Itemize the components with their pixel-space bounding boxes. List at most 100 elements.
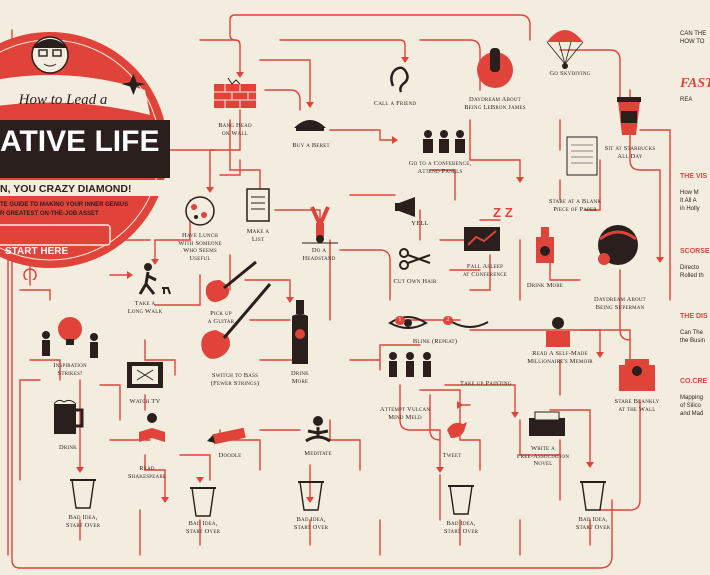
node-have-lunch[interactable]: Have Lunch With Someone Who Seems Useful	[170, 232, 230, 262]
ear-icon	[385, 62, 413, 94]
node-daydream-lebron[interactable]: Daydream About Being LeBron James	[455, 96, 535, 111]
meditate-icon	[300, 415, 336, 445]
node-drink-more-mid[interactable]: Drink More	[282, 370, 318, 385]
node-bad-idea-5[interactable]: Bad Idea, Start Over	[568, 516, 618, 531]
open-eye-icon	[388, 313, 428, 333]
television-icon	[125, 360, 165, 392]
coffee-cup-icon	[615, 95, 643, 137]
beer-mug-icon	[50, 398, 86, 438]
node-daydream-superman[interactable]: Daydream About Being Superman	[585, 296, 655, 311]
liquor-bottle-icon	[530, 225, 560, 265]
closed-eye-icon	[450, 318, 490, 332]
start-here-button[interactable]: START HERE	[5, 246, 115, 257]
node-pick-guitar[interactable]: Pick up a Guitar	[196, 310, 246, 325]
trash-can-icon-1	[68, 476, 98, 510]
sidebar-section-3-head: THE DIS	[680, 313, 710, 321]
beret-icon	[290, 112, 330, 136]
node-take-painting[interactable]: Take up Painting	[460, 380, 530, 388]
armchair-icon	[615, 355, 660, 395]
node-bang-head[interactable]: Bang Head on Wall	[210, 122, 260, 137]
node-drink-left[interactable]: Drink	[50, 444, 86, 452]
sidebar-logo-sub: REA	[680, 96, 710, 104]
rocket-icon	[470, 40, 520, 90]
sidebar-section-3[interactable]: THE DIS Can The the Busin	[680, 305, 710, 353]
node-free-association[interactable]: Write a Free-Association Novel	[508, 445, 578, 468]
trash-can-icon-3	[296, 478, 326, 512]
trash-can-icon-4	[446, 482, 476, 516]
node-read-memoir[interactable]: Read A Self-Made Millionaire's Memoir	[520, 350, 600, 365]
node-drink-more-right[interactable]: Drink More	[520, 282, 570, 290]
headstand-icon	[300, 205, 340, 245]
sidebar-section-3-body: Can The the Busin	[680, 329, 710, 345]
bird-tweet-icon	[443, 418, 469, 442]
node-yell[interactable]: YELL	[405, 220, 435, 228]
scroll-list-icon	[243, 185, 273, 225]
trash-can-icon-5	[578, 478, 608, 512]
paper-icon	[565, 135, 601, 179]
bass-guitar-icon	[196, 280, 276, 370]
sidebar-section-2[interactable]: SCORSE Directo Rolled th	[680, 240, 710, 288]
lightbulb-people-icon	[36, 315, 106, 363]
blink-step-1: 1	[395, 316, 405, 325]
node-cut-hair[interactable]: Cut Own Hair	[390, 278, 440, 286]
presentation-icon	[462, 225, 502, 257]
parachute-icon	[545, 22, 585, 70]
node-stare-paper[interactable]: Stare at a Blank Piece of Paper	[540, 198, 610, 213]
champagne-bottle-icon	[286, 298, 316, 368]
node-meditate[interactable]: Meditate	[296, 450, 340, 458]
node-watch-tv[interactable]: Watch TV	[120, 398, 170, 406]
badge-tagline-2: R GREATEST ON-THE-JOB ASSET	[0, 211, 170, 217]
pencil-icon	[205, 425, 253, 447]
node-fall-asleep[interactable]: Fall Asleep at Conference	[455, 263, 515, 278]
node-doodle[interactable]: Doodle	[210, 452, 250, 460]
reading-man-icon	[538, 315, 578, 351]
node-blink[interactable]: Blink (Repeat)	[405, 338, 465, 346]
badge-subtitle: N, YOU CRAZY DIAMOND!	[0, 183, 170, 195]
sidebar-section-2-head: SCORSE	[680, 248, 710, 256]
sidebar-logo[interactable]: FAST REA	[680, 72, 710, 112]
superman-globe-icon	[590, 215, 640, 275]
node-bad-idea-4[interactable]: Bad Idea, Start Over	[436, 520, 486, 535]
badge-script-title: How to Lead a	[8, 92, 118, 109]
blink-step-2: 2	[443, 316, 453, 325]
node-inspiration[interactable]: Inspiration Strikes!	[42, 362, 98, 377]
node-bad-idea-2[interactable]: Bad Idea, Start Over	[178, 520, 228, 535]
fastco-logo: FAST	[680, 80, 710, 88]
node-stare-wall[interactable]: Stare Blankly at the Wall	[605, 398, 669, 413]
brick-wall-icon	[210, 78, 260, 110]
vulcan-meld-icon	[385, 350, 435, 380]
node-bad-idea-3[interactable]: Bad Idea, Start Over	[286, 516, 336, 531]
sidebar-section-1-head: THE VIS	[680, 173, 710, 181]
node-sit-starbucks[interactable]: Sit at Starbucks All Day	[600, 145, 660, 160]
typewriter-icon	[525, 410, 569, 440]
badge-main-title: ATIVE LIFE	[0, 125, 170, 159]
sidebar-section-2-body: Directo Rolled th	[680, 264, 710, 280]
node-buy-beret[interactable]: Buy a Beret	[286, 142, 336, 150]
node-call-friend[interactable]: Call a Friend	[370, 100, 420, 108]
node-attempt-vulcan[interactable]: Attempt Vulcan Mind Meld	[370, 406, 440, 421]
sidebar-top-text: CAN THE HOW TO	[680, 30, 710, 46]
pizza-icon	[180, 195, 220, 227]
node-read-shakespeare[interactable]: Read Shakespeare	[122, 465, 172, 480]
node-make-list[interactable]: Make a List	[240, 228, 276, 243]
sidebar-section-4-head: CO.CRE	[680, 378, 710, 386]
node-tweet[interactable]: Tweet	[432, 452, 472, 460]
node-conference[interactable]: Go to a Conference, Attend Panels	[400, 160, 480, 175]
sidebar-section-1-body: How M It All A in Holly	[680, 189, 710, 213]
trash-can-icon-2	[188, 484, 218, 518]
reader-shakespeare-icon	[135, 412, 169, 448]
sidebar-section-4[interactable]: CO.CRE Mapping of Silico and Mad	[680, 370, 710, 426]
badge-tagline-1: TE GUIDE TO MAKING YOUR INNER GENIUS	[0, 202, 170, 208]
walking-man-icon	[136, 262, 176, 298]
node-bad-idea-1[interactable]: Bad Idea, Start Over	[58, 514, 108, 529]
zzz-icon: Z Z	[488, 206, 518, 220]
node-switch-bass[interactable]: Switch to Bass (Fewer Strings)	[195, 372, 275, 387]
sidebar-section-4-body: Mapping of Silico and Mad	[680, 394, 710, 418]
audience-icon	[420, 128, 470, 156]
scissors-icon	[398, 247, 432, 271]
sidebar-section-1[interactable]: THE VIS How M It All A in Holly	[680, 165, 710, 221]
node-do-headstand[interactable]: Do a Headstand	[296, 247, 342, 262]
node-go-skydiving[interactable]: Go Skydiving	[545, 70, 595, 78]
node-take-walk[interactable]: Take a Long Walk	[125, 300, 165, 315]
